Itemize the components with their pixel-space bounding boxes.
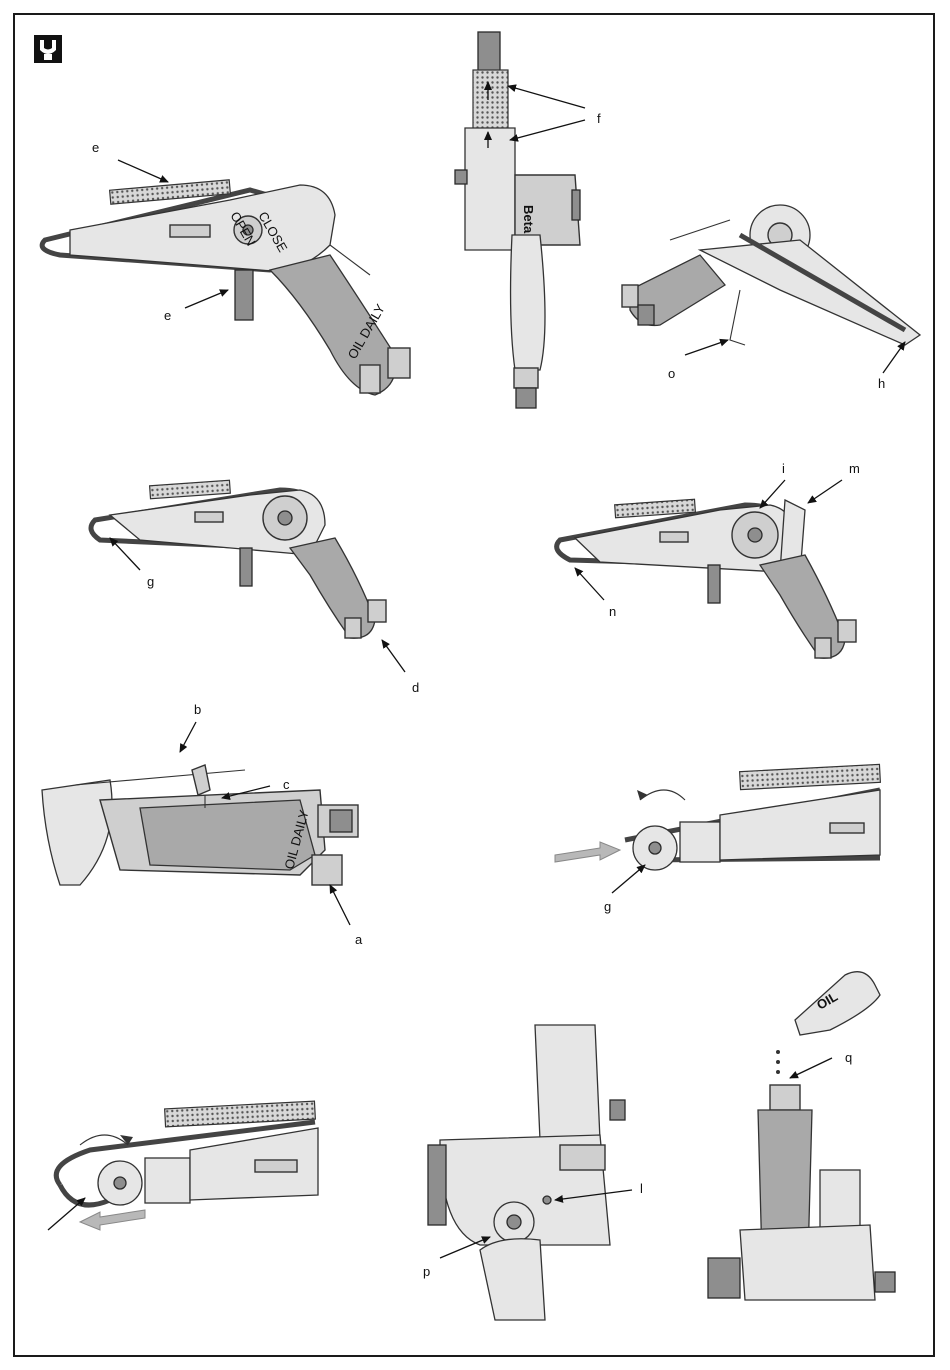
label-o: o	[668, 366, 675, 381]
label-p: p	[423, 1264, 430, 1279]
label-c: c	[283, 777, 290, 792]
pull-arrow-icon	[80, 1210, 145, 1230]
label-i: i	[782, 461, 785, 476]
callout-f: f	[508, 86, 601, 140]
label-n: n	[609, 604, 616, 619]
figure-belt-tension	[555, 764, 880, 870]
callout-n: n	[575, 568, 616, 619]
callout-m: m	[808, 461, 860, 503]
callout-e-top: e	[92, 140, 168, 182]
figure-sander-mid-left	[91, 480, 386, 638]
label-e-top: e	[92, 140, 99, 155]
label-e-bottom: e	[164, 308, 171, 323]
figure-sander-side: OPEN CLOSE OIL DAILY	[42, 180, 410, 395]
callout-a: a	[330, 885, 363, 947]
label-f: f	[597, 111, 601, 126]
callout-e-bottom: e	[164, 290, 228, 323]
callout-b: b	[180, 702, 201, 752]
figure-sander-angled	[622, 205, 920, 345]
rotate-arrow-icon-2	[80, 1135, 128, 1145]
label-a: a	[355, 932, 363, 947]
label-g-mid: g	[147, 574, 154, 589]
label-l: l	[640, 1181, 643, 1196]
figure-sander-mid-right	[557, 499, 856, 658]
label-h: h	[878, 376, 885, 391]
label-d: d	[412, 680, 419, 695]
label-g-close: g	[604, 899, 611, 914]
figure-belt-removal	[48, 1101, 318, 1230]
figure-sander-front	[428, 1025, 625, 1320]
callout-i: i	[760, 461, 785, 508]
callout-q: q	[790, 1050, 852, 1078]
wrench-icon	[34, 35, 62, 63]
callout-g-close: g	[604, 865, 645, 914]
label-b: b	[194, 702, 201, 717]
callout-g-mid: g	[110, 538, 154, 589]
label-m: m	[849, 461, 860, 476]
push-arrow-icon	[555, 842, 620, 862]
callout-o: o	[668, 340, 728, 381]
label-q: q	[845, 1050, 852, 1065]
beta-brand-text: Beta	[521, 205, 536, 234]
callout-d: d	[382, 640, 419, 695]
figure-oiling: OIL	[708, 972, 895, 1300]
figure-handle-rear: OIL DAILY	[42, 765, 358, 885]
callout-h: h	[878, 342, 905, 391]
